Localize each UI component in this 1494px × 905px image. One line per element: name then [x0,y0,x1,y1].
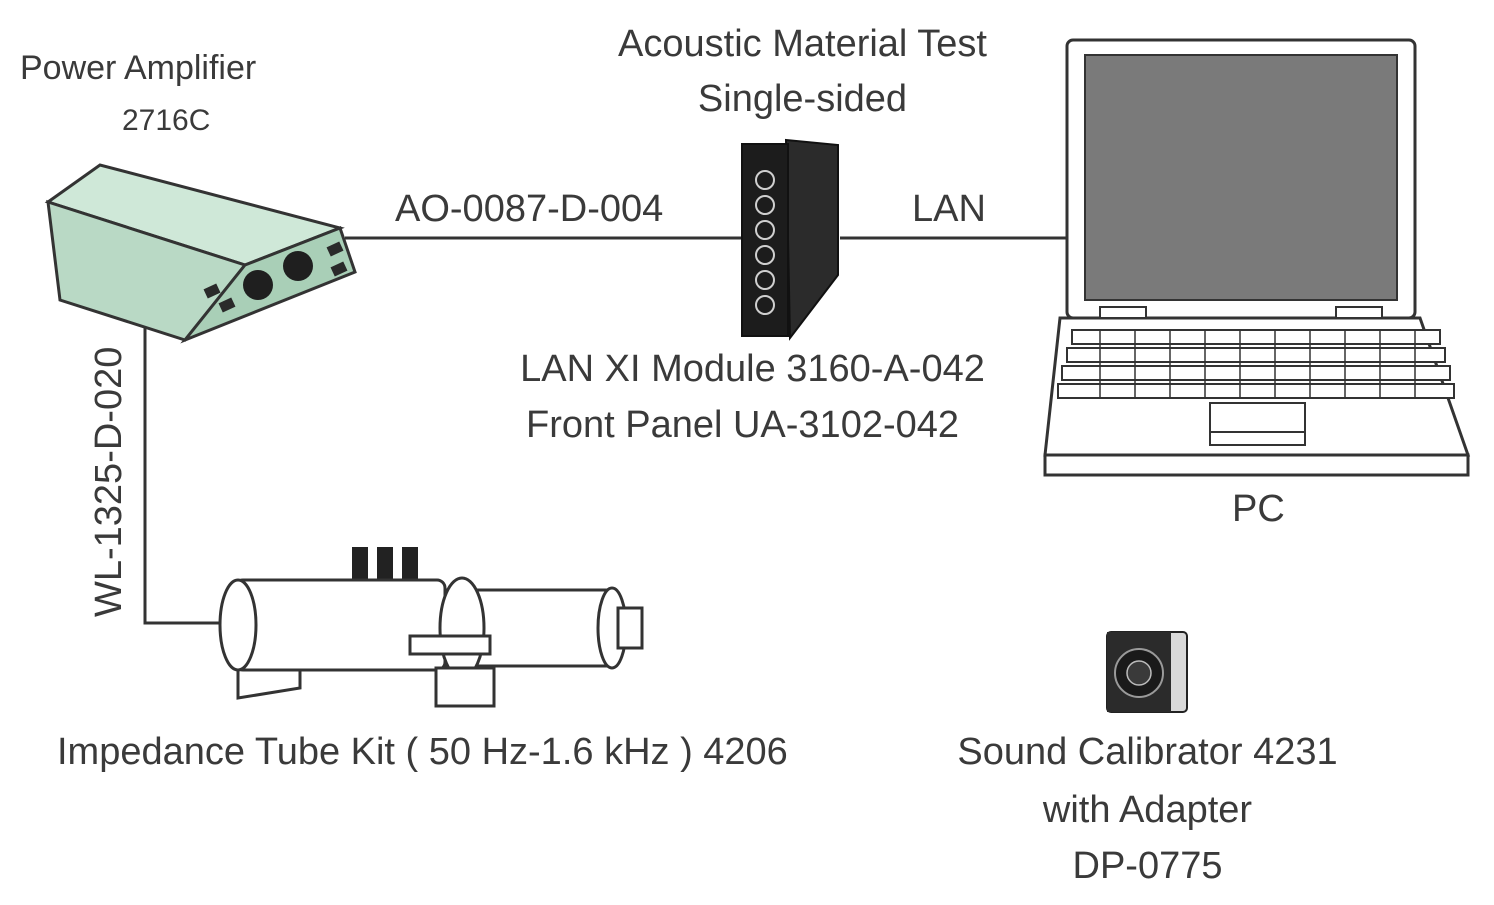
impedance-tube-icon [218,547,644,708]
laptop-pc-icon [1043,38,1471,477]
calibrator-line1: Sound Calibrator 4231 [957,731,1338,773]
calibrator-line2: with Adapter [1042,789,1253,831]
test-title-line1: Acoustic Material Test [618,23,987,65]
power-amplifier-model: 2716C [122,104,211,137]
wl-cable-label: WL-1325-D-020 [88,346,130,617]
power-amplifier-title: Power Amplifier [20,49,257,87]
calibrator-line3: DP-0775 [1072,845,1223,887]
lan-module-line2: Front Panel UA-3102-042 [525,404,960,446]
test-title-line2: Single-sided [697,78,908,120]
ao-cable-label: AO-0087-D-004 [395,188,664,230]
lan-xi-module-icon [741,138,839,341]
impedance-tube-label: Impedance Tube Kit ( 50 Hz-1.6 kHz ) 420… [57,731,788,773]
lan-module-line1: LAN XI Module 3160-A-042 [520,348,985,390]
sound-calibrator-icon [1106,631,1188,713]
lan-cable-label: LAN [912,188,986,230]
pc-label: PC [1232,488,1285,530]
power-amplifier-icon [44,163,357,344]
wl-cable-line [143,325,222,625]
